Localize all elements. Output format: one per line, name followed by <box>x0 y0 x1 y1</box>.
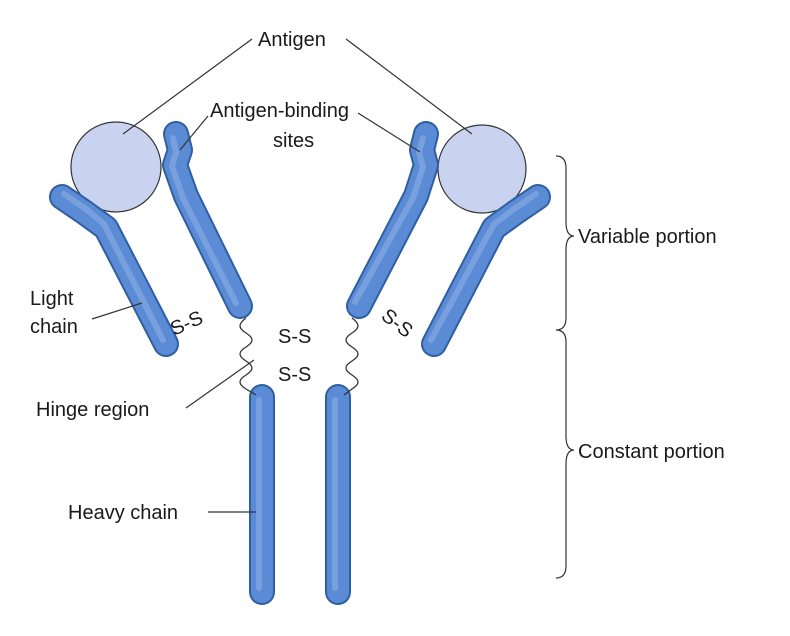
binding-sites-label-line2: sites <box>273 130 314 152</box>
light-chain-right <box>421 184 551 357</box>
ss-bond-left-arm: S-S <box>167 307 206 341</box>
heavy-chain-right-arm <box>346 121 439 319</box>
ss-bond-hinge-bottom: S-S <box>278 364 311 386</box>
light-chain-label-line2: chain <box>30 316 78 338</box>
light-chain-left <box>49 184 179 357</box>
light-chain-leader <box>91 302 143 320</box>
constant-portion-brace <box>555 329 575 579</box>
antigen-leader-left <box>122 38 253 135</box>
antigen-leader-right <box>345 38 473 135</box>
hinge-right-squiggle <box>343 317 359 396</box>
hinge-left-squiggle <box>239 317 257 396</box>
heavy-chain-label: Heavy chain <box>68 502 178 524</box>
binding-sites-label-line1: Antigen-binding <box>210 100 349 122</box>
hinge-region-label: Hinge region <box>36 399 149 421</box>
hinge-leader <box>185 359 255 409</box>
binding-leader-right <box>357 112 421 153</box>
variable-portion-brace <box>555 155 575 331</box>
antigen-left <box>70 121 162 213</box>
constant-portion-label: Constant portion <box>578 441 725 463</box>
heavy-chain-left <box>249 384 275 605</box>
heavy-chain-left-arm <box>162 121 253 319</box>
binding-leader-left <box>179 115 209 151</box>
ss-bond-right-arm: S-S <box>377 305 417 343</box>
variable-portion-label: Variable portion <box>578 226 717 248</box>
ss-bond-hinge-top: S-S <box>278 326 311 348</box>
antigen-label: Antigen <box>258 29 326 51</box>
light-chain-label-line1: Light <box>30 288 74 310</box>
heavy-chain-right <box>325 384 351 605</box>
